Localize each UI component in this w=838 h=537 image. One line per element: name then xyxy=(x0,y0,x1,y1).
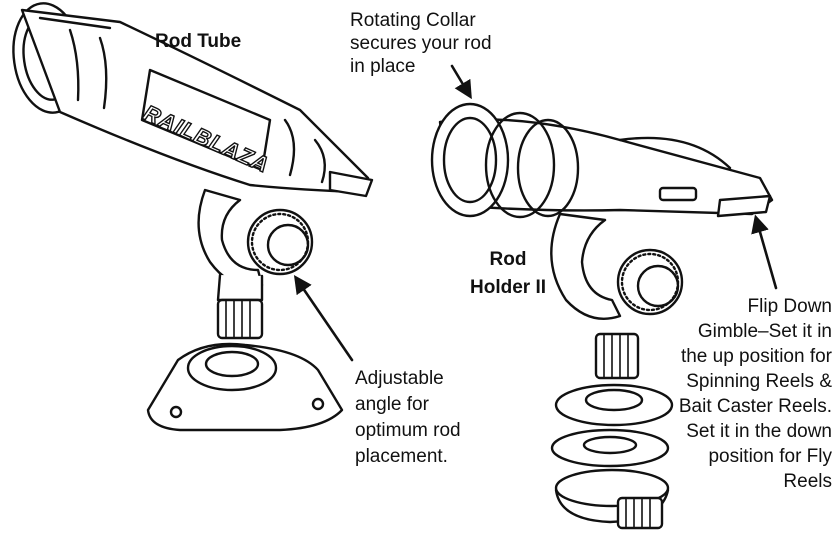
rotating-collar-callout: Rotating Collar secures your rod in plac… xyxy=(350,10,492,77)
adjustable-angle-arrow xyxy=(293,274,354,362)
left-rod-holder-drawing xyxy=(12,2,374,432)
right-rod-holder-drawing xyxy=(430,102,774,530)
flip-down-arrow xyxy=(751,214,778,290)
rotating-collar-arrow xyxy=(450,64,472,100)
flip-down-gimble-callout: Flip Down Gimble–Set it in the up positi… xyxy=(678,296,832,492)
rod-tube-label: Rod Tube xyxy=(155,31,242,52)
rod-holder-ii-label: Rod Holder II xyxy=(470,249,547,298)
adjustable-angle-callout: Adjustable angle for optimum rod placeme… xyxy=(355,368,461,467)
